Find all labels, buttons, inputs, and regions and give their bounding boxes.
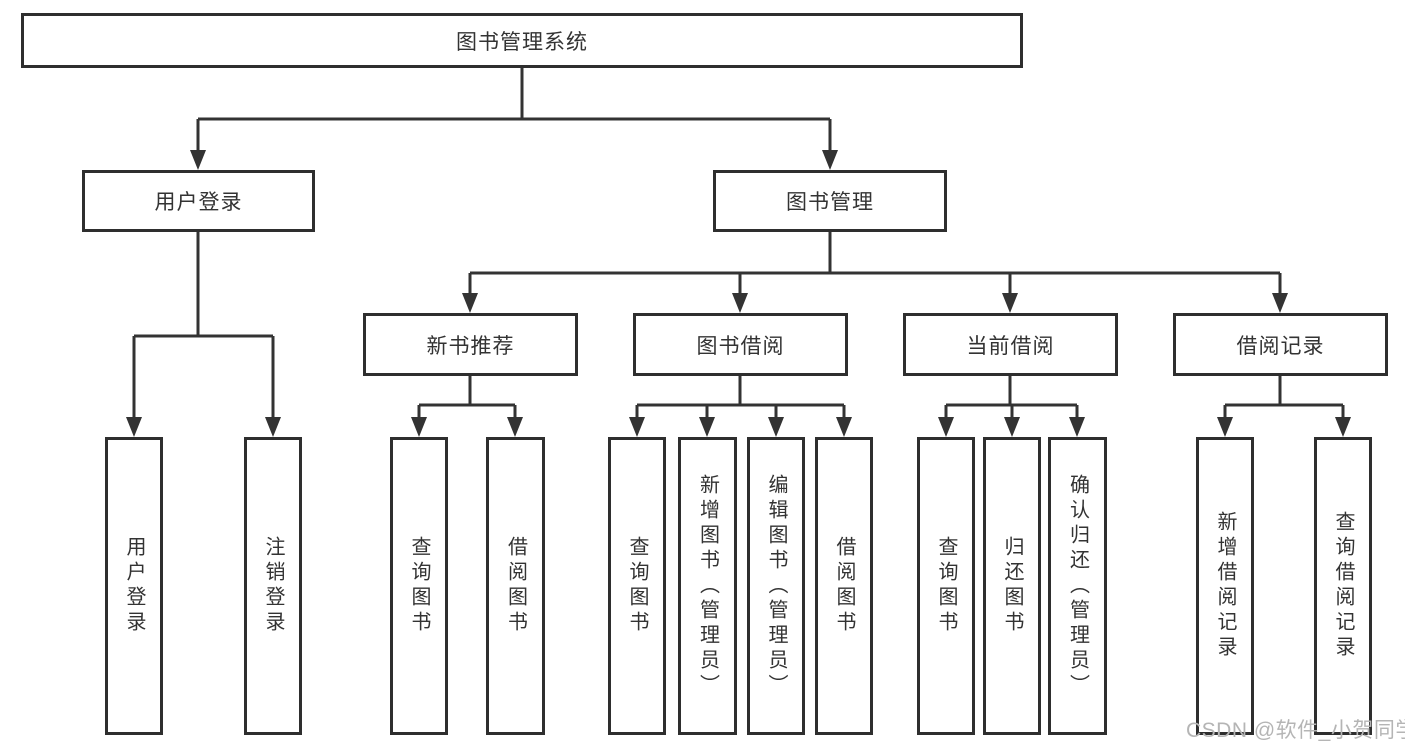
- leaf-records-query-record: 查询借阅记录: [1314, 437, 1372, 735]
- node-new-book-recommend: 新书推荐: [363, 313, 578, 376]
- leaf-logout-label: 注销登录: [262, 536, 284, 636]
- leaf-borrowing-edit-books-admin-label: 编辑图书（管理员）: [765, 473, 787, 699]
- node-user-login: 用户登录: [82, 170, 315, 232]
- leaf-borrowing-borrow-books-label: 借阅图书: [833, 536, 855, 636]
- leaf-records-query-record-label: 查询借阅记录: [1332, 511, 1354, 661]
- node-borrowing-records: 借阅记录: [1173, 313, 1388, 376]
- leaf-current-query-books-label: 查询图书: [935, 536, 957, 636]
- arrowheads: [126, 150, 1351, 437]
- leaf-borrowing-query-books: 查询图书: [608, 437, 666, 735]
- leaf-recommend-borrow-books-label: 借阅图书: [504, 536, 527, 636]
- leaf-current-confirm-return-admin-label: 确认归还（管理员）: [1066, 473, 1089, 699]
- leaf-records-add-record-label: 新增借阅记录: [1214, 511, 1236, 661]
- leaf-current-confirm-return-admin: 确认归还（管理员）: [1048, 437, 1107, 735]
- leaf-current-query-books: 查询图书: [917, 437, 975, 735]
- leaf-borrowing-add-books-admin-label: 新增图书（管理员）: [696, 473, 719, 699]
- leaf-borrowing-edit-books-admin: 编辑图书（管理员）: [747, 437, 805, 735]
- node-current-borrowing: 当前借阅: [903, 313, 1118, 376]
- leaf-user-login: 用户登录: [105, 437, 163, 735]
- leaf-current-return-books: 归还图书: [983, 437, 1041, 735]
- leaf-recommend-query-books: 查询图书: [390, 437, 448, 735]
- leaf-recommend-query-books-label: 查询图书: [408, 536, 430, 636]
- leaf-borrowing-query-books-label: 查询图书: [626, 536, 648, 636]
- node-book-borrowing: 图书借阅: [633, 313, 848, 376]
- leaf-records-add-record: 新增借阅记录: [1196, 437, 1254, 735]
- leaf-borrowing-borrow-books: 借阅图书: [815, 437, 873, 735]
- node-library-management-system: 图书管理系统: [21, 13, 1023, 68]
- leaf-logout: 注销登录: [244, 437, 302, 735]
- leaf-user-login-label: 用户登录: [123, 536, 145, 636]
- leaf-current-return-books-label: 归还图书: [1001, 536, 1023, 636]
- leaf-borrowing-add-books-admin: 新增图书（管理员）: [678, 437, 737, 735]
- leaf-recommend-borrow-books: 借阅图书: [486, 437, 545, 735]
- node-book-management: 图书管理: [713, 170, 947, 232]
- csdn-watermark: CSDN @软件_小贺同学: [1186, 719, 1405, 742]
